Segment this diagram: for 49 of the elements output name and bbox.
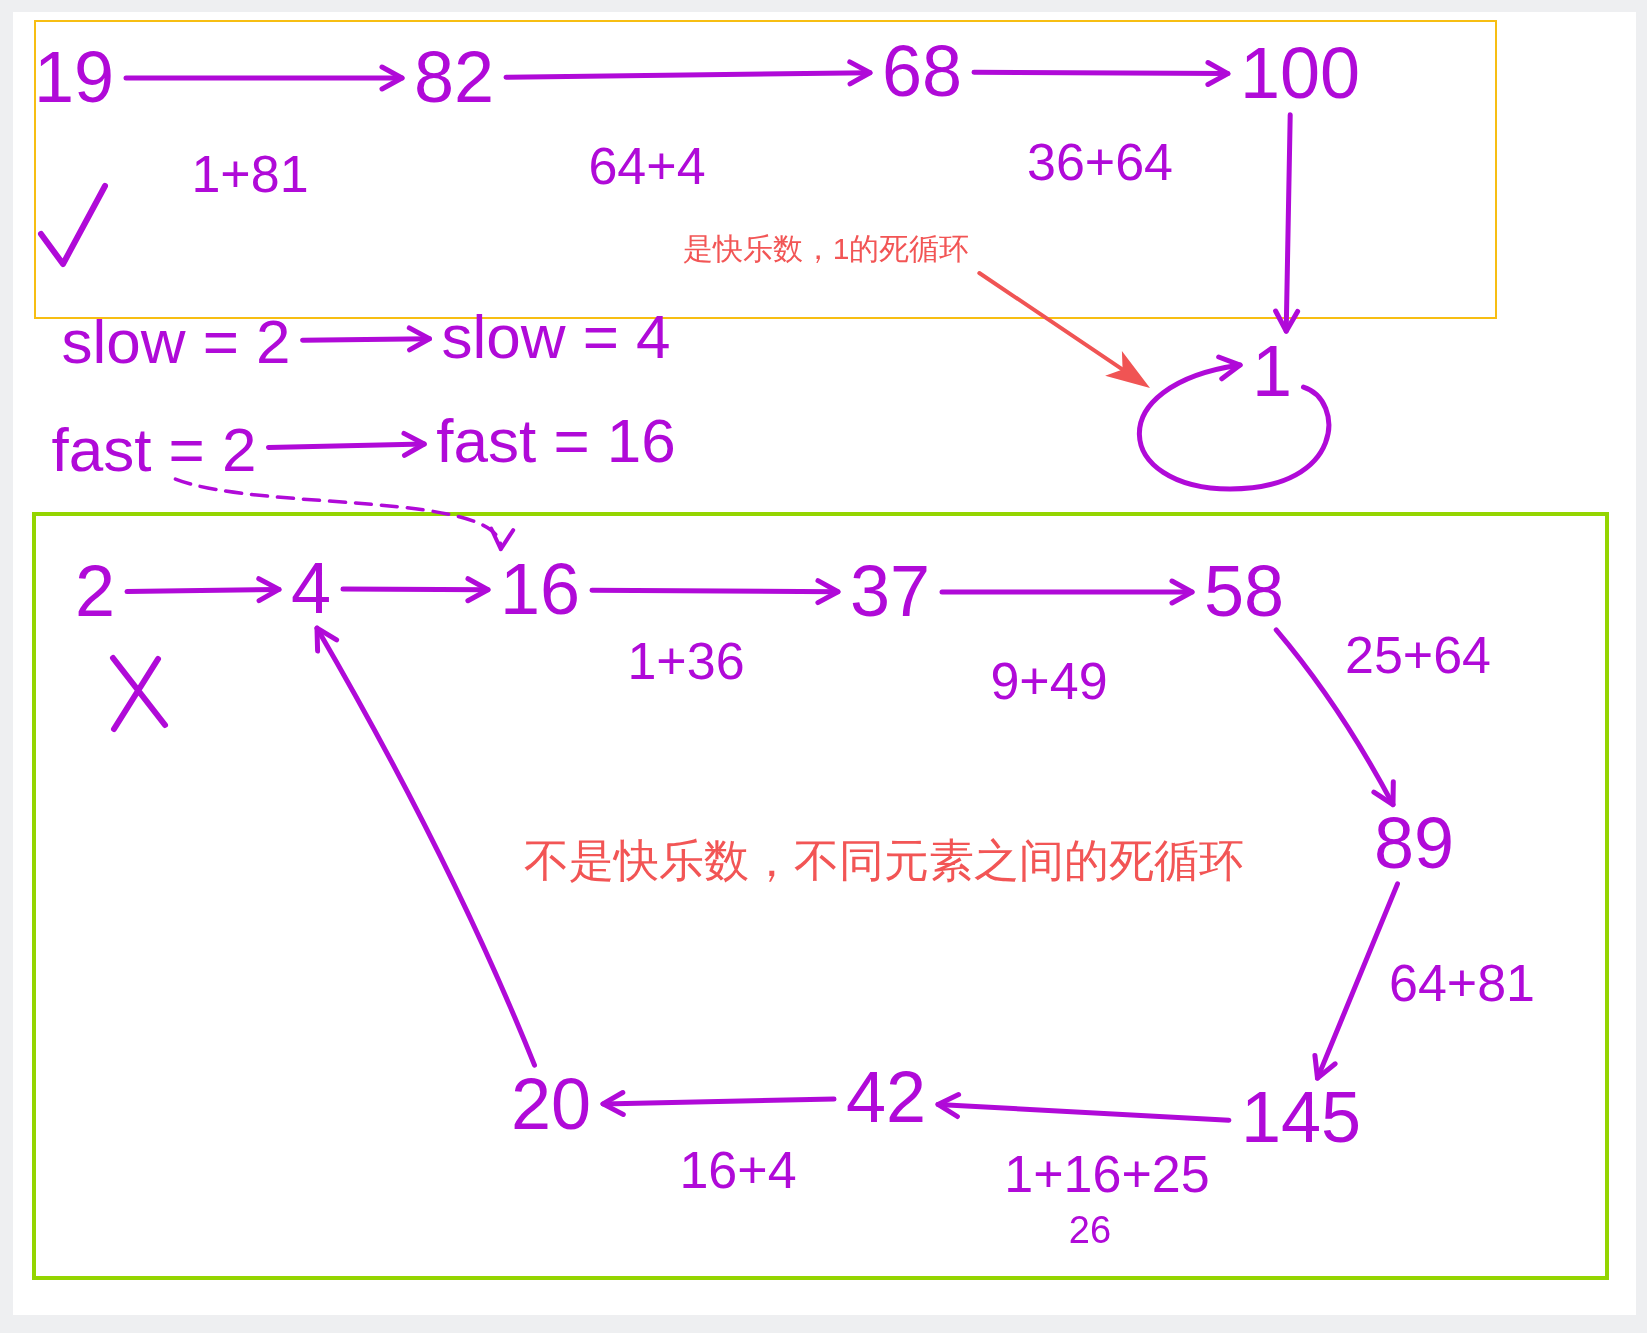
edge-label: 25+64: [1345, 635, 1491, 677]
edge-label: 36+64: [1027, 142, 1173, 184]
number: 68: [881, 43, 963, 101]
arrow: [589, 578, 841, 606]
arrow: [1273, 627, 1396, 808]
edge-label: 1+16+25: [1004, 1154, 1210, 1196]
assignment-text: fast = 16: [436, 416, 676, 466]
arrow: [935, 1092, 1232, 1123]
number: 82: [413, 49, 495, 107]
arrow: [1312, 881, 1400, 1081]
arrow: [266, 430, 427, 458]
annotation-text: 是快乐数，1的死循环: [682, 231, 970, 267]
arrow: [124, 576, 282, 604]
annotation-text: 不是快乐数，不同元素之间的死循环: [524, 835, 1244, 887]
edge-label: 16+4: [679, 1150, 797, 1192]
edge-label: 9+49: [990, 661, 1108, 703]
number: 16: [499, 561, 581, 619]
pointer-arrow: [977, 271, 1150, 388]
arrow: [340, 576, 491, 604]
arrow: [300, 325, 432, 353]
number: 26: [1068, 1214, 1112, 1246]
arrow: [971, 60, 1231, 87]
arrow: [1273, 112, 1301, 334]
number: 42: [845, 1069, 927, 1127]
arrow: [314, 625, 537, 1068]
number: 1: [1252, 343, 1292, 401]
number: 145: [1240, 1089, 1362, 1147]
arrow: [600, 1090, 837, 1117]
edge-label: 64+81: [1389, 963, 1535, 1005]
arrow: [939, 578, 1195, 606]
loop-arrow: [1136, 354, 1331, 492]
edge-label: 64+4: [588, 146, 706, 188]
assignment-text: slow = 2: [61, 317, 291, 367]
arrow: [503, 59, 873, 87]
number: 20: [510, 1076, 592, 1134]
number: 19: [33, 49, 115, 107]
edge-label: 1+36: [627, 641, 745, 683]
assignment-text: slow = 4: [441, 312, 671, 362]
assignment-text: fast = 2: [51, 425, 257, 475]
highlight-frame: [32, 512, 1609, 1280]
number: 4: [291, 560, 331, 618]
edge-label: 1+81: [191, 154, 309, 196]
number: 37: [849, 563, 931, 621]
number: 100: [1239, 45, 1361, 103]
arrow: [123, 64, 405, 92]
number: 89: [1373, 815, 1455, 873]
number: 58: [1203, 563, 1285, 621]
dashed-arrow: [173, 477, 516, 552]
number: 2: [75, 563, 115, 621]
